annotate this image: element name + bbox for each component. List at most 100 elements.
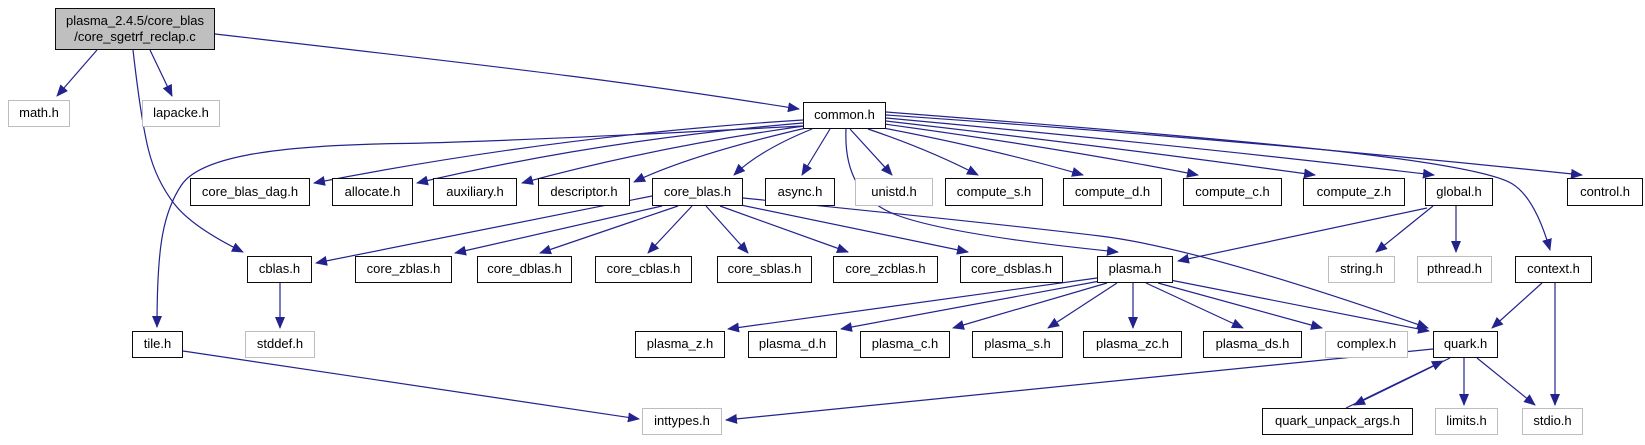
edge-quark-h-to-stdio-h (1476, 357, 1536, 406)
node-math-h: math.h (8, 100, 70, 127)
node-cblas-h[interactable]: cblas.h (247, 256, 312, 283)
node-label: complex.h (1336, 336, 1397, 352)
node-quark-unpack-args-h[interactable]: quark_unpack_args.h (1262, 408, 1413, 435)
node-stddef-h: stddef.h (245, 331, 315, 358)
edge-core-sgetrf-reclap-c-to-common-h (214, 33, 800, 113)
node-label: core_zcblas.h (845, 261, 926, 277)
node-plasma-ds-h[interactable]: plasma_ds.h (1203, 331, 1302, 358)
node-label: core_sblas.h (727, 261, 802, 277)
edge-common-h-to-context-h (885, 111, 1552, 251)
edge-core-blas-h-to-cblas-h (315, 195, 653, 266)
node-plasma-c-h[interactable]: plasma_c.h (860, 331, 950, 358)
node-unistd-h: unistd.h (855, 178, 933, 206)
node-string-h: string.h (1328, 256, 1395, 283)
node-label: limits.h (1446, 413, 1487, 429)
node-compute-s-h[interactable]: compute_s.h (945, 178, 1043, 206)
node-label: plasma_2.4.5/core_blas (65, 12, 205, 28)
node-stdio-h: stdio.h (1522, 408, 1583, 435)
node-label: core_cblas.h (606, 261, 681, 277)
edge-plasma-h-to-plasma-d-h (840, 280, 1101, 332)
node-context-h[interactable]: context.h (1515, 256, 1592, 283)
node-label: stdio.h (1533, 413, 1572, 429)
node-descriptor-h[interactable]: descriptor.h (538, 178, 630, 206)
node-core-blas-h[interactable]: core_blas.h (652, 178, 743, 206)
node-quark-h[interactable]: quark.h (1433, 331, 1498, 358)
edge-common-h-to-core-blas-h (733, 128, 813, 176)
node-label: inttypes.h (654, 413, 710, 429)
node-label: plasma_ds.h (1215, 336, 1290, 352)
edge-common-h-to-async-h (801, 128, 831, 176)
edge-core-sgetrf-reclap-c-to-math-h (56, 49, 98, 97)
node-label: global.h (1436, 183, 1482, 199)
node-label: /core_sgetrf_reclap.c (74, 29, 196, 44)
node-label: core_dblas.h (487, 261, 562, 277)
edge-core-blas-h-to-core-cblas-h (647, 205, 693, 254)
node-compute-z-h[interactable]: compute_z.h (1303, 178, 1405, 206)
node-plasma-z-h[interactable]: plasma_z.h (635, 331, 725, 358)
edge-quark-unpack-args-h-to-quark-h (1345, 360, 1444, 409)
node-pthread-h: pthread.h (1417, 256, 1492, 283)
node-inttypes-h: inttypes.h (642, 408, 722, 435)
node-label: plasma_d.h (758, 336, 827, 352)
edge-core-blas-h-to-core-dsblas-h (735, 203, 969, 255)
node-common-h[interactable]: common.h (803, 102, 886, 129)
node-label: quark_unpack_args.h (1274, 413, 1401, 429)
edge-common-h-to-compute-c-h (883, 123, 1199, 178)
node-allocate-h[interactable]: allocate.h (332, 178, 413, 206)
node-label: stddef.h (256, 336, 304, 352)
edge-context-h-to-quark-h (1491, 282, 1543, 329)
node-label: async.h (777, 183, 823, 199)
node-core-blas-dag-h[interactable]: core_blas_dag.h (190, 178, 310, 206)
node-tile-h[interactable]: tile.h (132, 331, 183, 358)
node-core-zcblas-h[interactable]: core_zcblas.h (833, 256, 938, 283)
edge-common-h-to-compute-s-h (867, 128, 979, 176)
edge-common-h-to-descriptor-h (633, 127, 807, 183)
edge-core-blas-h-to-core-sblas-h (705, 205, 749, 254)
node-label: auxiliary.h (446, 183, 504, 199)
node-compute-d-h[interactable]: compute_d.h (1063, 178, 1162, 206)
edge-common-h-to-compute-z-h (885, 120, 1316, 179)
edge-plasma-h-to-complex-h (1157, 282, 1323, 330)
node-label: core_blas.h (663, 183, 732, 199)
node-plasma-zc-h[interactable]: plasma_zc.h (1083, 331, 1182, 358)
node-plasma-d-h[interactable]: plasma_d.h (748, 331, 837, 358)
node-limits-h: limits.h (1435, 408, 1498, 435)
edge-common-h-to-compute-d-h (877, 126, 1084, 177)
edges (56, 33, 1583, 424)
node-label: math.h (19, 105, 59, 121)
node-plasma-h[interactable]: plasma.h (1097, 256, 1173, 283)
edge-core-blas-h-to-quark-h (742, 197, 1429, 330)
node-compute-c-h[interactable]: compute_c.h (1183, 178, 1282, 206)
node-label: plasma_zc.h (1096, 336, 1169, 352)
edge-quark-h-to-inttypes-h (725, 348, 1434, 424)
node-label: lapacke.h (153, 105, 209, 121)
edge-core-blas-h-to-core-dblas-h (539, 205, 679, 255)
node-control-h[interactable]: control.h (1567, 178, 1643, 206)
edge-global-h-to-string-h (1375, 205, 1434, 253)
node-label: core_blas_dag.h (201, 183, 299, 199)
node-global-h[interactable]: global.h (1425, 178, 1493, 206)
node-core-zblas-h[interactable]: core_zblas.h (355, 256, 452, 283)
node-auxiliary-h[interactable]: auxiliary.h (433, 178, 517, 206)
node-label: core_zblas.h (366, 261, 441, 277)
node-core-dsblas-h[interactable]: core_dsblas.h (960, 256, 1063, 283)
edge-common-h-to-global-h (885, 117, 1435, 179)
node-core-dblas-h[interactable]: core_dblas.h (477, 256, 572, 283)
node-label: plasma_z.h (646, 336, 714, 352)
edge-plasma-h-to-plasma-c-h (952, 282, 1108, 330)
edge-core-sgetrf-reclap-c-to-lapacke-h (149, 49, 173, 97)
edge-plasma-h-to-quark-h (1169, 279, 1430, 334)
edge-tile-h-to-inttypes-h (182, 350, 640, 423)
node-async-h[interactable]: async.h (765, 178, 835, 206)
node-lapacke-h: lapacke.h (142, 100, 220, 127)
edge-global-h-to-plasma-h (1177, 207, 1428, 264)
node-core-cblas-h[interactable]: core_cblas.h (595, 256, 692, 283)
node-plasma-s-h[interactable]: plasma_s.h (972, 331, 1063, 358)
node-core-sblas-h[interactable]: core_sblas.h (717, 256, 812, 283)
node-complex-h: complex.h (1325, 331, 1408, 358)
node-label: descriptor.h (550, 183, 618, 199)
edge-core-blas-h-to-core-zcblas-h (719, 205, 849, 253)
node-label: core_dsblas.h (971, 261, 1052, 277)
edge-common-h-to-unistd-h (849, 128, 893, 176)
